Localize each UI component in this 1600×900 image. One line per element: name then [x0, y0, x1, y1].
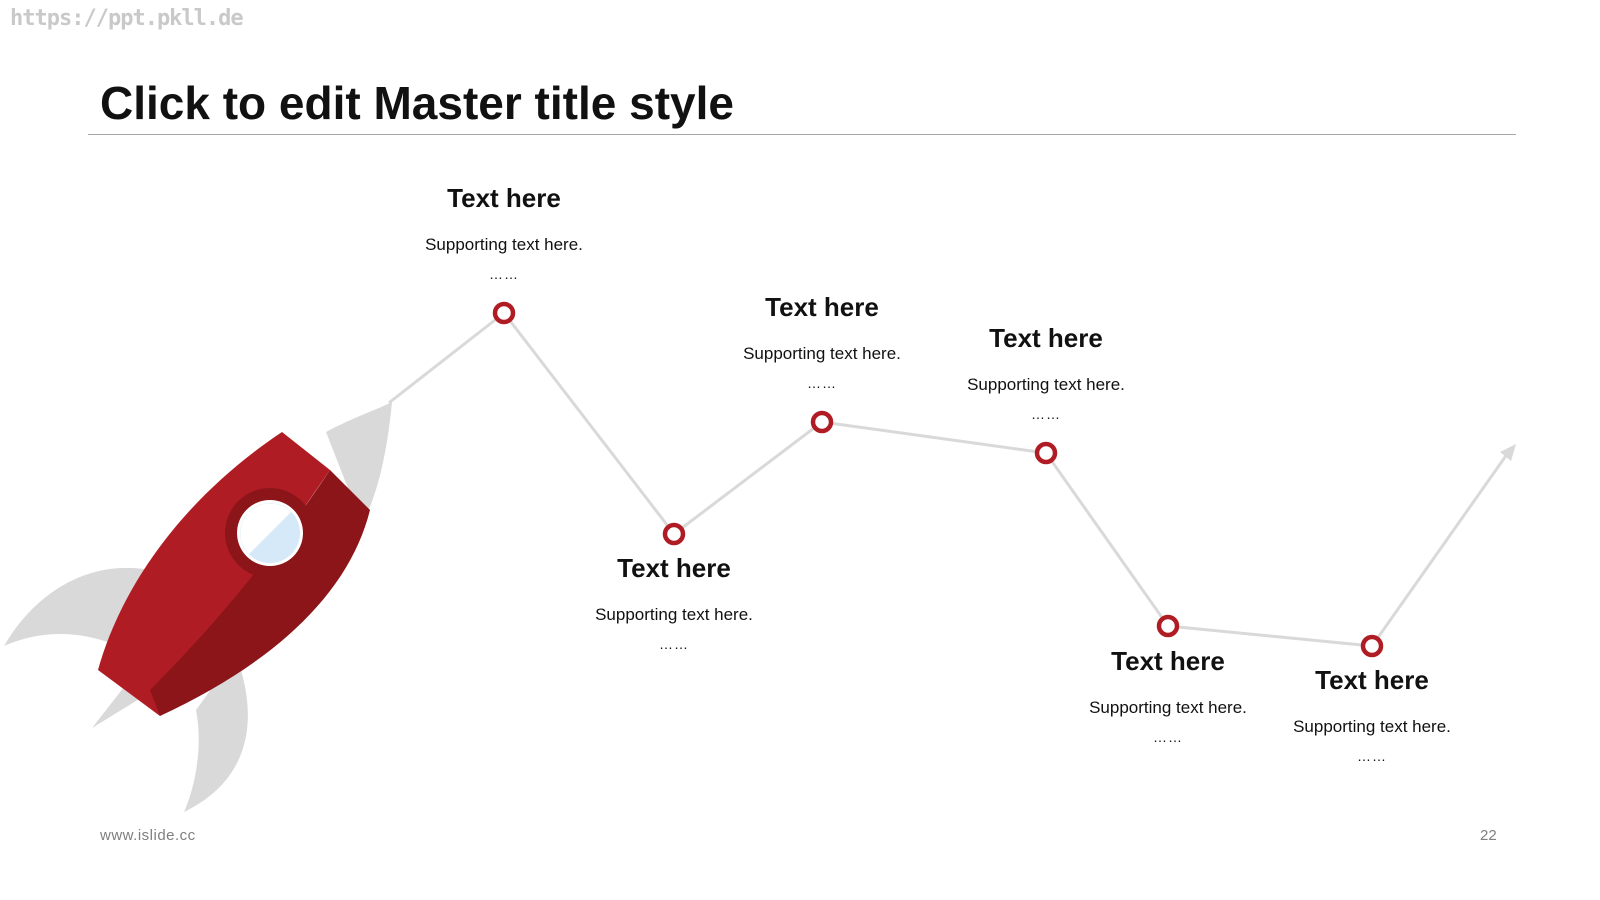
rocket-icon: [4, 402, 392, 812]
arrow-head-icon: [1500, 444, 1516, 461]
node-5-textblock[interactable]: Text here Supporting text here. ……: [1038, 646, 1298, 746]
node-ellipsis: ……: [1031, 406, 1061, 422]
timeline-marker-3[interactable]: [810, 410, 834, 434]
title-divider: [88, 134, 1516, 135]
node-supporting-text: Supporting text here.: [425, 235, 583, 254]
timeline-marker-2[interactable]: [662, 522, 686, 546]
node-1-textblock[interactable]: Text here Supporting text here. ……: [374, 183, 634, 283]
node-supporting-text: Supporting text here.: [1089, 698, 1247, 717]
node-heading: Text here: [1315, 665, 1429, 695]
rocket-body-dark: [150, 470, 370, 716]
rocket-fin-bottom: [184, 655, 248, 812]
timeline-marker-5[interactable]: [1156, 614, 1180, 638]
node-heading: Text here: [617, 553, 731, 583]
node-heading: Text here: [447, 183, 561, 213]
node-2-textblock[interactable]: Text here Supporting text here. ……: [544, 553, 804, 653]
watermark-url: https://ppt.pkll.de: [10, 6, 244, 31]
node-supporting-text: Supporting text here.: [743, 344, 901, 363]
node-3-textblock[interactable]: Text here Supporting text here. ……: [692, 292, 952, 392]
node-supporting-text: Supporting text here.: [595, 605, 753, 624]
node-4-textblock[interactable]: Text here Supporting text here. ……: [916, 323, 1176, 423]
slide-title[interactable]: Click to edit Master title style: [100, 77, 734, 129]
footer-url: www.islide.cc: [100, 827, 196, 844]
node-ellipsis: ……: [659, 636, 689, 652]
node-ellipsis: ……: [807, 375, 837, 391]
timeline-marker-4[interactable]: [1034, 441, 1058, 465]
node-heading: Text here: [989, 323, 1103, 353]
node-heading: Text here: [1111, 646, 1225, 676]
rocket-fin-top: [326, 402, 392, 524]
node-6-textblock[interactable]: Text here Supporting text here. ……: [1242, 665, 1502, 765]
node-supporting-text: Supporting text here.: [967, 375, 1125, 394]
page-number: 22: [1480, 827, 1497, 844]
timeline-marker-6[interactable]: [1360, 634, 1384, 658]
timeline-line: [388, 311, 1512, 648]
node-supporting-text: Supporting text here.: [1293, 717, 1451, 736]
node-heading: Text here: [765, 292, 879, 322]
node-ellipsis: ……: [1153, 729, 1183, 745]
timeline-marker-1[interactable]: [492, 301, 516, 325]
node-ellipsis: ……: [1357, 748, 1387, 764]
rocket-window-shine: [240, 503, 291, 554]
node-ellipsis: ……: [489, 266, 519, 282]
